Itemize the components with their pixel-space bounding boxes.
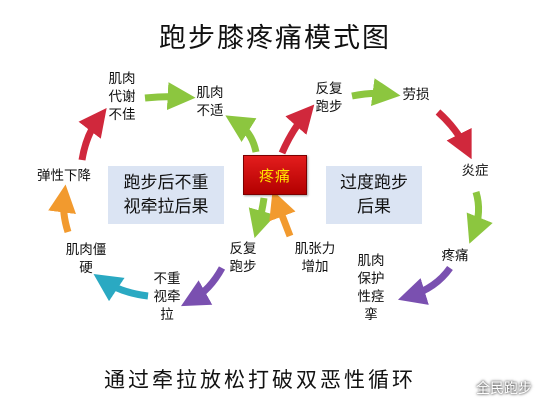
node-inflammation: 炎症 [461, 163, 489, 179]
node-muscle-protective-spasm: 肌肉 保护 性痉 挛 [357, 253, 385, 323]
footer-caption: 通过牵拉放松打破双恶性循环 [104, 368, 416, 392]
arrow-metabolism-to-discomfort [144, 82, 196, 111]
node-elasticity-decline: 弹性下降 [37, 168, 91, 184]
node-pain: 疼痛 [441, 248, 469, 264]
arrow-center-to-repeat-down [248, 197, 276, 239]
node-muscle-stiff: 肌肉僵 硬 [65, 242, 107, 276]
arrow-repeat-to-nostretch [180, 266, 226, 307]
arrow-repeat-to-strain [351, 78, 401, 106]
arrow-center-to-discomfort [225, 115, 260, 153]
arrow-tension-to-center [269, 190, 296, 238]
wechat-icon [430, 378, 452, 395]
node-muscle-metabolism-poor: 肌肉 代谢 不佳 [108, 71, 136, 123]
node-no-stretch: 不重 视牵 拉 [153, 271, 181, 323]
arrow-strain-to-inflammation [435, 109, 472, 160]
right-panel-overrunning: 过度跑步 后果 [326, 166, 422, 224]
node-muscle-discomfort: 肌肉 不适 [196, 85, 224, 119]
left-panel-stretch-neglect: 跑步后不重 视牵拉后果 [108, 166, 224, 224]
diagram-title: 跑步膝疼痛模式图 [159, 23, 391, 54]
arrow-nostretch-to-stiff [93, 274, 149, 302]
watermark-text: 全民跑步 [476, 381, 532, 397]
node-repeated-running-right: 反复 跑步 [315, 81, 343, 115]
arrow-pain-to-spasm [397, 265, 453, 305]
arrow-inflammation-to-pain [466, 190, 493, 244]
pain-center-box: 疼痛 [243, 155, 307, 195]
node-repeated-running-left: 反复 跑步 [229, 241, 257, 275]
arrow-elasticity-to-metabolism [78, 107, 107, 161]
arrow-center-to-repeat-up [278, 104, 315, 155]
arrow-stiff-to-elasticity [48, 184, 76, 234]
node-muscle-tension-increase: 肌张力 增加 [294, 241, 336, 275]
node-strain: 劳损 [402, 87, 430, 103]
